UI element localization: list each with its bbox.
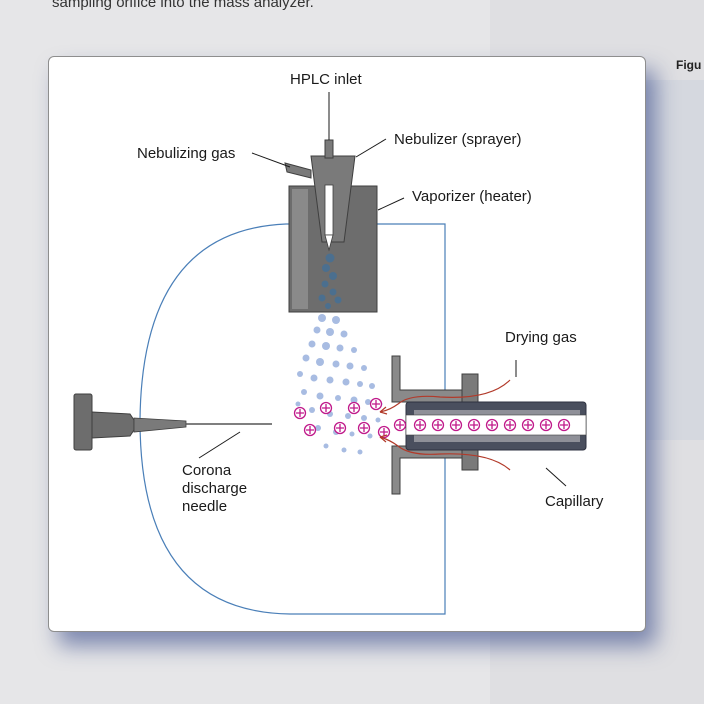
label-corona-line3: needle (182, 498, 227, 515)
label-corona-line2: discharge (182, 480, 247, 497)
label-corona-line1: Corona (182, 462, 232, 479)
label-nebulizing-gas: Nebulizing gas (137, 145, 235, 162)
background-figure-label: Figu (676, 58, 702, 72)
label-vaporizer: Vaporizer (heater) (412, 188, 532, 205)
label-nebulizer: Nebulizer (sprayer) (394, 131, 522, 148)
background-caption-text: sampling orifice into the mass analyzer. (52, 0, 314, 11)
label-leader-lines (198, 92, 567, 487)
ions-in-capillary (393, 418, 571, 432)
nebulizer-sprayer (284, 139, 356, 252)
droplet-spray (295, 253, 387, 455)
label-drying-gas: Drying gas (505, 329, 577, 346)
label-capillary: Capillary (545, 493, 604, 510)
ions-near-needle (293, 397, 391, 439)
corona-discharge-needle (73, 393, 272, 451)
drying-gas-flow (379, 379, 511, 471)
label-hplc-inlet: HPLC inlet (290, 71, 363, 88)
